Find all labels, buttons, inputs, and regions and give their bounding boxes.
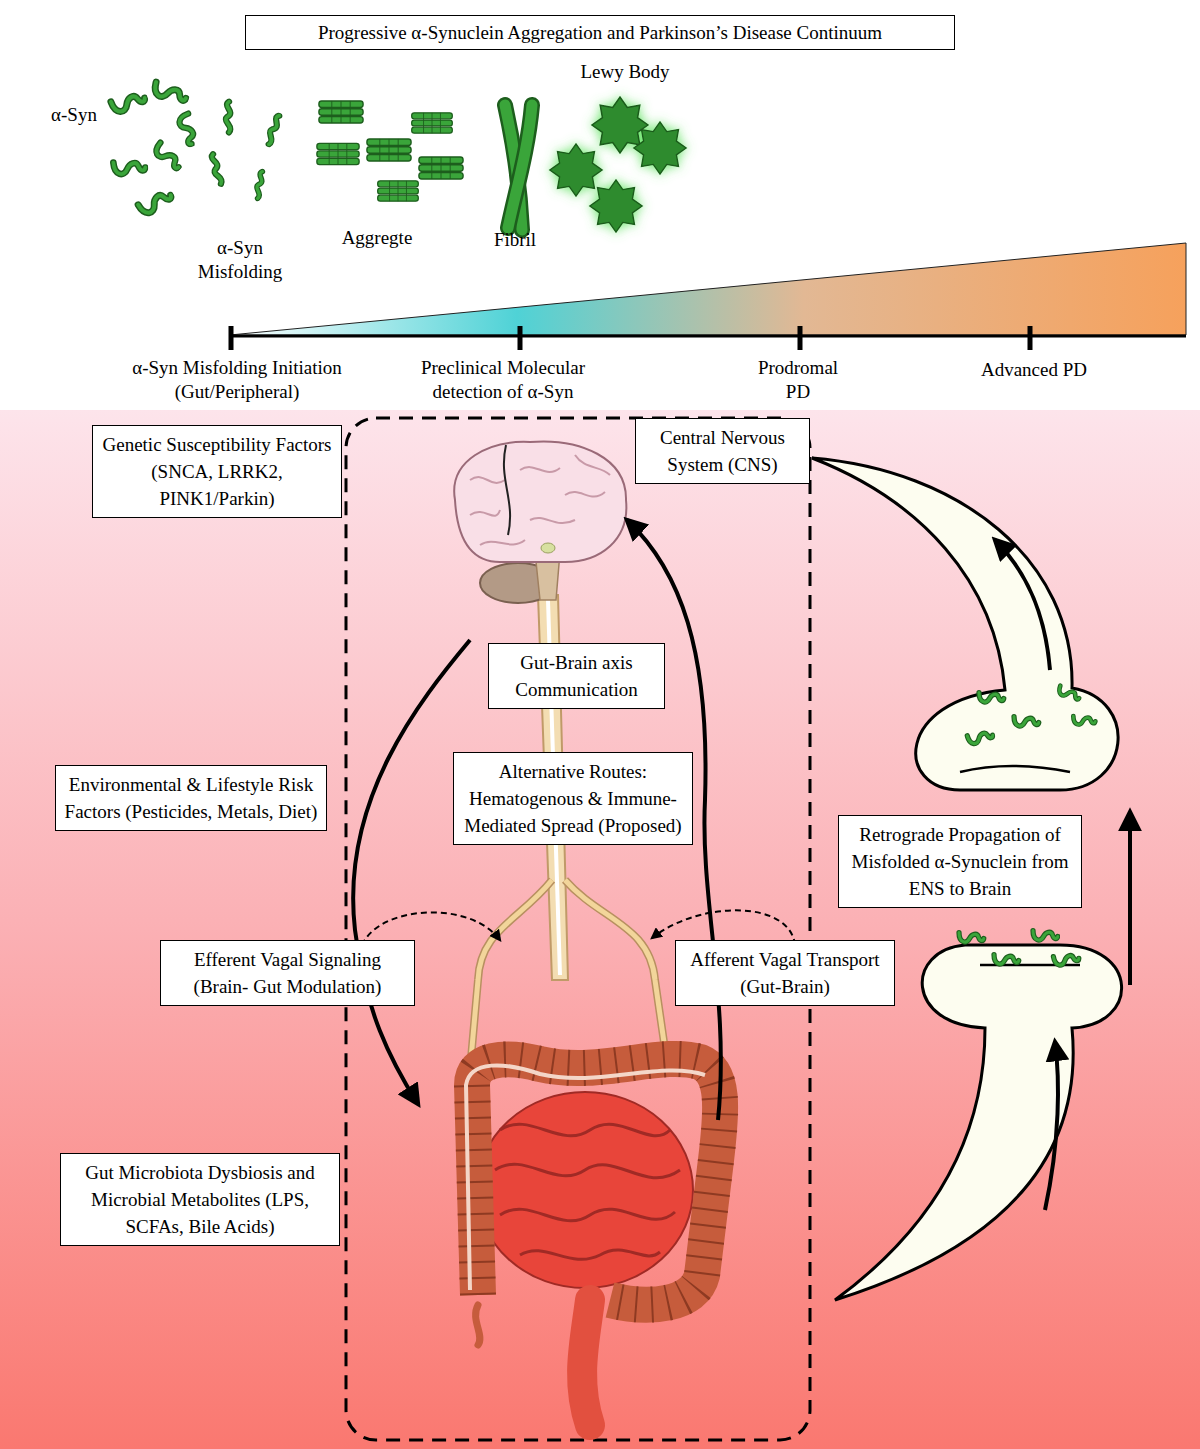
- misfolded-syn: [967, 729, 993, 745]
- intestines: [466, 1059, 720, 1425]
- upper-neuron: [812, 458, 1118, 790]
- text-box: Genetic Susceptibility Factors (SNCA, LR…: [92, 425, 342, 518]
- lewy-body: [634, 122, 686, 174]
- misfolded-syn: [1033, 931, 1058, 941]
- rectum: [582, 1300, 590, 1425]
- text-box: Gut Microbiota Dysbiosis and Microbial M…: [60, 1153, 340, 1246]
- gyri: [470, 455, 610, 545]
- aggregate: [378, 181, 419, 201]
- text-box: Retrograde Propagation of Misfolded α-Sy…: [838, 815, 1082, 908]
- monomer: [177, 114, 198, 146]
- misfolded-syn: [1014, 717, 1039, 727]
- aggregate: [319, 101, 363, 123]
- misfolded-syn: [226, 102, 231, 133]
- box-text: Genetic Susceptibility Factors (SNCA, LR…: [101, 431, 333, 512]
- pink-ground: [0, 410, 1200, 1449]
- label: Advanced PD: [950, 358, 1118, 382]
- misfolded-syn: [210, 154, 222, 185]
- synapse-line: [960, 766, 1070, 772]
- label: Lewy Body: [560, 60, 690, 84]
- aggregates: [317, 101, 463, 201]
- box-text: Retrograde Propagation of Misfolded α-Sy…: [847, 821, 1073, 902]
- monomer: [111, 91, 146, 114]
- timeline: [230, 243, 1186, 350]
- fibril-strand: [508, 105, 532, 228]
- efferent-arrow: [353, 640, 470, 1104]
- misfolded-syn: [1073, 716, 1095, 724]
- label: Fibril: [478, 228, 552, 252]
- label: α-Syn Misfolding: [180, 236, 300, 284]
- fibril: [505, 105, 532, 230]
- label: Preclinical Molecular detection of α-Syn: [396, 356, 610, 404]
- aggregate: [412, 113, 453, 133]
- neuron-arrow: [995, 540, 1050, 670]
- box-text: Afferent Vagal Transport (Gut-Brain): [684, 946, 886, 1000]
- box-text: Environmental & Lifestyle Risk Factors (…: [64, 771, 318, 825]
- label: α-Syn Misfolding Initiation (Gut/Periphe…: [104, 356, 370, 404]
- label: Prodromal PD: [746, 356, 850, 404]
- text-box: Gut-Brain axis Communication: [488, 643, 665, 709]
- box-text: Gut-Brain axis Communication: [497, 649, 656, 703]
- vagus-nerves: [470, 880, 668, 1070]
- progression-wedge: [230, 243, 1186, 335]
- taenia: [466, 1065, 705, 1290]
- large-intestine: [472, 1059, 720, 1305]
- text-box: Alternative Routes: Hematogenous & Immun…: [453, 752, 693, 845]
- label: Aggregte: [322, 226, 432, 250]
- misfolded-syn: [1057, 686, 1081, 701]
- monomer: [153, 82, 188, 103]
- misfolded-syn: [266, 115, 281, 145]
- misfolded: [210, 102, 281, 199]
- neuron-arrow: [1045, 1042, 1058, 1210]
- label: α-Syn: [42, 103, 106, 127]
- monomer: [138, 188, 173, 215]
- haustra: [472, 1059, 720, 1305]
- thalamus: [541, 543, 555, 553]
- brain: [454, 441, 626, 603]
- vagus-right: [565, 880, 668, 1070]
- text-box: Central Nervous System (CNS): [635, 418, 810, 484]
- intestinal-loops: [495, 1124, 680, 1259]
- aggregate: [419, 157, 463, 179]
- text-box: Environmental & Lifestyle Risk Factors (…: [55, 765, 327, 831]
- box-text: Central Nervous System (CNS): [644, 424, 801, 478]
- aggregate: [317, 143, 359, 164]
- misfolded-syn: [994, 955, 1019, 965]
- lewy-body: [550, 144, 602, 196]
- timeline-ticks: [231, 326, 1030, 350]
- title-text: Progressive α-Synuclein Aggregation and …: [254, 20, 946, 45]
- box-text: Efferent Vagal Signaling (Brain- Gut Mod…: [169, 946, 406, 1000]
- box-text: Alternative Routes: Hematogenous & Immun…: [462, 758, 684, 839]
- vagus-right: [565, 880, 668, 1070]
- fibril-strand: [508, 105, 532, 228]
- monomer: [153, 143, 183, 171]
- misfolded-syn: [255, 171, 264, 198]
- text-box: Afferent Vagal Transport (Gut-Brain): [675, 940, 895, 1006]
- appendix: [476, 1305, 480, 1345]
- title-box: Progressive α-Synuclein Aggregation and …: [245, 15, 955, 50]
- gut-brain-region: [346, 418, 810, 1440]
- lewy-bodies: [550, 97, 686, 232]
- propagation-arrow: [1128, 812, 1132, 985]
- monomer: [113, 160, 145, 175]
- cerebrum: [454, 441, 626, 562]
- misfolded-syn: [979, 693, 1004, 703]
- box-text: Gut Microbiota Dysbiosis and Microbial M…: [69, 1159, 331, 1240]
- neurons: [812, 458, 1130, 1300]
- central-sulcus: [504, 445, 510, 535]
- misfolded-syn: [1053, 952, 1079, 966]
- small-intestine: [477, 1092, 693, 1288]
- text-box: Efferent Vagal Signaling (Brain- Gut Mod…: [160, 940, 415, 1006]
- monomers: [111, 82, 198, 216]
- misfolded-syn: [959, 933, 984, 943]
- timeline-axis: [230, 335, 1186, 338]
- lewy-body: [590, 180, 642, 232]
- aggregate: [367, 139, 411, 161]
